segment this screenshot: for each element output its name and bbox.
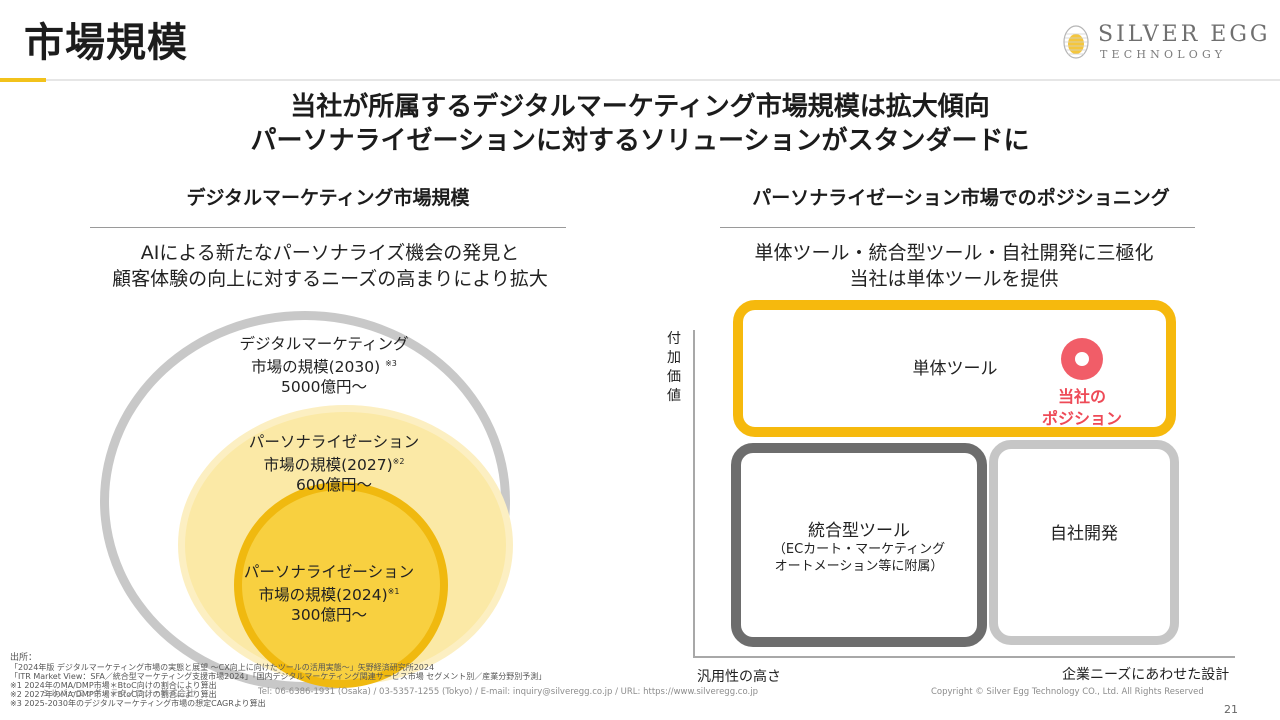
in-house-box: [989, 440, 1179, 645]
single-tool-box: [733, 300, 1176, 437]
page-title: 市場規模: [24, 20, 188, 66]
x-axis-label-left: 汎用性の高さ: [697, 669, 781, 685]
footer-contact: Tel: 06-6386-1931 (Osaka) / 03-5357-1255…: [258, 687, 758, 697]
right-section-lead: 単体ツール・統合型ツール・自社開発に三極化 当社は単体ツールを提供: [754, 242, 1154, 290]
headline-line-1: 当社が所属するデジタルマーケティング市場規模は拡大傾向: [290, 92, 990, 122]
y-axis: [693, 330, 695, 658]
x-axis-label-right: 企業ニーズにあわせた設計: [1062, 667, 1230, 683]
left-section-divider: [90, 227, 566, 228]
in-house-label: 自社開発: [1050, 524, 1118, 544]
egg-logo-icon: [1063, 25, 1089, 59]
header-divider: [0, 79, 1280, 81]
company-logo: SILVER EGG TECHNOLOGY: [1062, 20, 1267, 62]
right-section-divider: [720, 227, 1195, 228]
integrated-tool-box: [731, 443, 987, 647]
circle-label-2024: パーソナライゼーション 市場の規模(2024)※1 300億円〜: [243, 563, 415, 625]
page-number: 21: [1224, 703, 1238, 716]
our-position-marker-icon: [1061, 338, 1103, 380]
copyright: Copyright © Silver Egg Technology CO., L…: [931, 687, 1204, 697]
footer-company: シルバーエッグ・テクノロジー株式会社: [42, 689, 195, 699]
left-section-title: デジタルマーケティング市場規模: [186, 187, 470, 209]
integrated-tool-label: 統合型ツール: [808, 521, 910, 541]
integrated-tool-note: （ECカート・マーケティング オートメーション等に附属）: [772, 542, 946, 574]
header-accent-bar: [0, 78, 46, 82]
logo-name: SILVER EGG: [1098, 22, 1271, 47]
sources-note: 出所： 「2024年版 デジタルマーケティング市場の実態と展望 〜CX向上に向け…: [10, 653, 547, 709]
headline-line-2: パーソナライゼーションに対するソリューションがスタンダードに: [250, 126, 1030, 156]
our-position-label: 当社の ポジション: [1041, 387, 1122, 428]
circle-label-2030: デジタルマーケティング 市場の規模(2030) ※3 5000億円〜: [239, 335, 409, 397]
left-section-lead: AIによる新たなパーソナライズ機会の発見と 顧客体験の向上に対するニーズの高まり…: [112, 242, 548, 290]
circle-label-2027: パーソナライゼーション 市場の規模(2027)※2 600億円〜: [248, 433, 420, 495]
x-axis: [693, 656, 1235, 658]
y-axis-label: 付 加 価 値: [667, 331, 681, 404]
headline: 当社が所属するデジタルマーケティング市場規模は拡大傾向 パーソナライゼーションに…: [0, 90, 1280, 158]
market-circle-2024: [234, 482, 448, 688]
logo-subtitle: TECHNOLOGY: [1100, 48, 1227, 61]
single-tool-label: 単体ツール: [912, 359, 998, 379]
right-section-title: パーソナライゼーション市場でのポジショニング: [752, 187, 1170, 209]
